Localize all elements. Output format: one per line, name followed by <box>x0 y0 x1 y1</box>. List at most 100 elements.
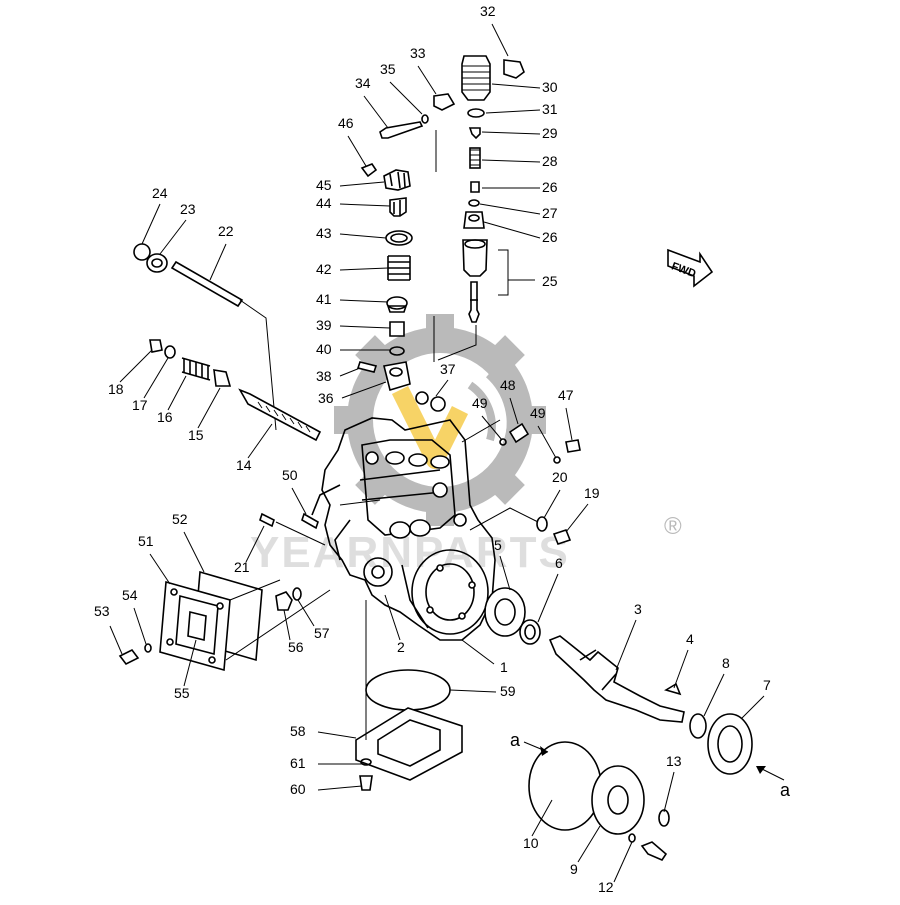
nut-washer-group <box>275 587 302 611</box>
leader-line-43 <box>339 233 387 239</box>
callout-44: 44 <box>316 195 332 211</box>
control-stack <box>356 114 446 412</box>
leader-line-6 <box>537 573 559 623</box>
watermark-brand-text: YEARNPARTS <box>250 528 570 577</box>
leader-line-35 <box>389 81 423 115</box>
callout-41: 41 <box>316 291 332 307</box>
leader-line-41 <box>339 299 389 303</box>
gear-icon <box>334 314 546 526</box>
callout-40: 40 <box>316 341 332 357</box>
callout-46: 46 <box>338 115 354 131</box>
leader-line-56 <box>283 609 291 641</box>
callout-35: 35 <box>380 61 396 77</box>
callout-23: 23 <box>180 201 196 217</box>
view-marker-left: a <box>510 730 521 750</box>
callout-12: 12 <box>598 879 614 895</box>
leader-line-26b <box>483 221 541 239</box>
leader-line-22 <box>209 243 227 281</box>
leader-line-29 <box>481 131 541 135</box>
end-cover-group <box>528 741 670 861</box>
leader-line-10 <box>531 799 553 837</box>
leader-line-28 <box>481 159 541 163</box>
leader-line-5 <box>499 555 511 591</box>
callout-4: 4 <box>686 631 694 647</box>
callout-18: 18 <box>108 381 124 397</box>
callout-19: 19 <box>584 485 600 501</box>
callout-37: 37 <box>440 361 456 377</box>
leader-line-12 <box>613 841 633 883</box>
pump-housing <box>311 417 496 641</box>
leader-line-33 <box>417 65 437 95</box>
leader-line-50 <box>291 487 307 515</box>
view-marker-group: a a <box>510 730 791 800</box>
callout-20: 20 <box>552 469 568 485</box>
callout-51: 51 <box>138 533 154 549</box>
bottom-plate-group <box>355 600 463 791</box>
view-marker-right: a <box>780 780 791 800</box>
leader-line-49b <box>537 425 557 459</box>
callout-50: 50 <box>282 467 298 483</box>
leader-line-24 <box>141 203 161 245</box>
leader-line-16 <box>167 375 187 411</box>
callout-16: 16 <box>157 409 173 425</box>
side-cover-group <box>118 570 331 672</box>
callout-6: 6 <box>555 555 563 571</box>
callout-9: 9 <box>570 861 578 877</box>
leader-line-36 <box>341 381 387 399</box>
callout-33: 33 <box>410 45 426 61</box>
leader-line-20 <box>543 489 561 519</box>
leader-line-14 <box>247 423 273 459</box>
leader-line-42 <box>339 267 389 271</box>
leader-line-55 <box>183 639 197 687</box>
leader-line-23 <box>159 219 187 255</box>
right-fittings-group <box>461 419 581 545</box>
leader-line-45 <box>339 181 385 187</box>
callout-22: 22 <box>218 223 234 239</box>
leader-line-38 <box>339 367 361 377</box>
callout-27: 27 <box>542 205 558 221</box>
callout-14: 14 <box>236 457 252 473</box>
callout-30: 30 <box>542 79 558 95</box>
callout-13: 13 <box>666 753 682 769</box>
watermark-logo: YEARNPARTS ® <box>250 314 682 577</box>
leader-line-39 <box>339 325 391 329</box>
callout-5: 5 <box>494 537 502 553</box>
callout-61: 61 <box>290 755 306 771</box>
callout-52: 52 <box>172 511 188 527</box>
callout-2: 2 <box>397 639 405 655</box>
callout-labels: 1234567891012131415161718192021222324252… <box>94 3 771 895</box>
leader-line-49 <box>481 415 503 441</box>
callout-25: 25 <box>542 273 558 289</box>
callout-38: 38 <box>316 368 332 384</box>
spring-group <box>149 339 322 442</box>
callout-56: 56 <box>288 639 304 655</box>
pins-group <box>259 499 381 546</box>
leader-line-37 <box>435 379 449 397</box>
leader-line-31 <box>485 109 541 114</box>
registered-mark: ® <box>664 513 682 540</box>
callout-7: 7 <box>763 677 771 693</box>
leader-line-51 <box>149 553 171 585</box>
leader-line-27 <box>479 203 541 215</box>
leader-line-58 <box>317 731 357 739</box>
leader-line-17 <box>143 357 169 399</box>
callout-58: 58 <box>290 723 306 739</box>
rack-sleeve-group <box>133 243 277 431</box>
callout-36: 36 <box>318 390 334 406</box>
callout-53: 53 <box>94 603 110 619</box>
callout-10: 10 <box>523 835 539 851</box>
leader-line-21 <box>245 525 265 563</box>
callout-31: 31 <box>542 101 558 117</box>
leader-line-15 <box>197 387 221 429</box>
leader-line-52 <box>183 531 205 573</box>
leader-line-9 <box>577 825 601 863</box>
callout-32: 32 <box>480 3 496 19</box>
callout-15: 15 <box>188 427 204 443</box>
callout-26b: 26 <box>542 229 558 245</box>
callout-45: 45 <box>316 177 332 193</box>
callout-49: 49 <box>472 395 488 411</box>
callout-42: 42 <box>316 261 332 277</box>
leader-line-8 <box>703 673 725 717</box>
leader-line-1 <box>461 639 495 665</box>
